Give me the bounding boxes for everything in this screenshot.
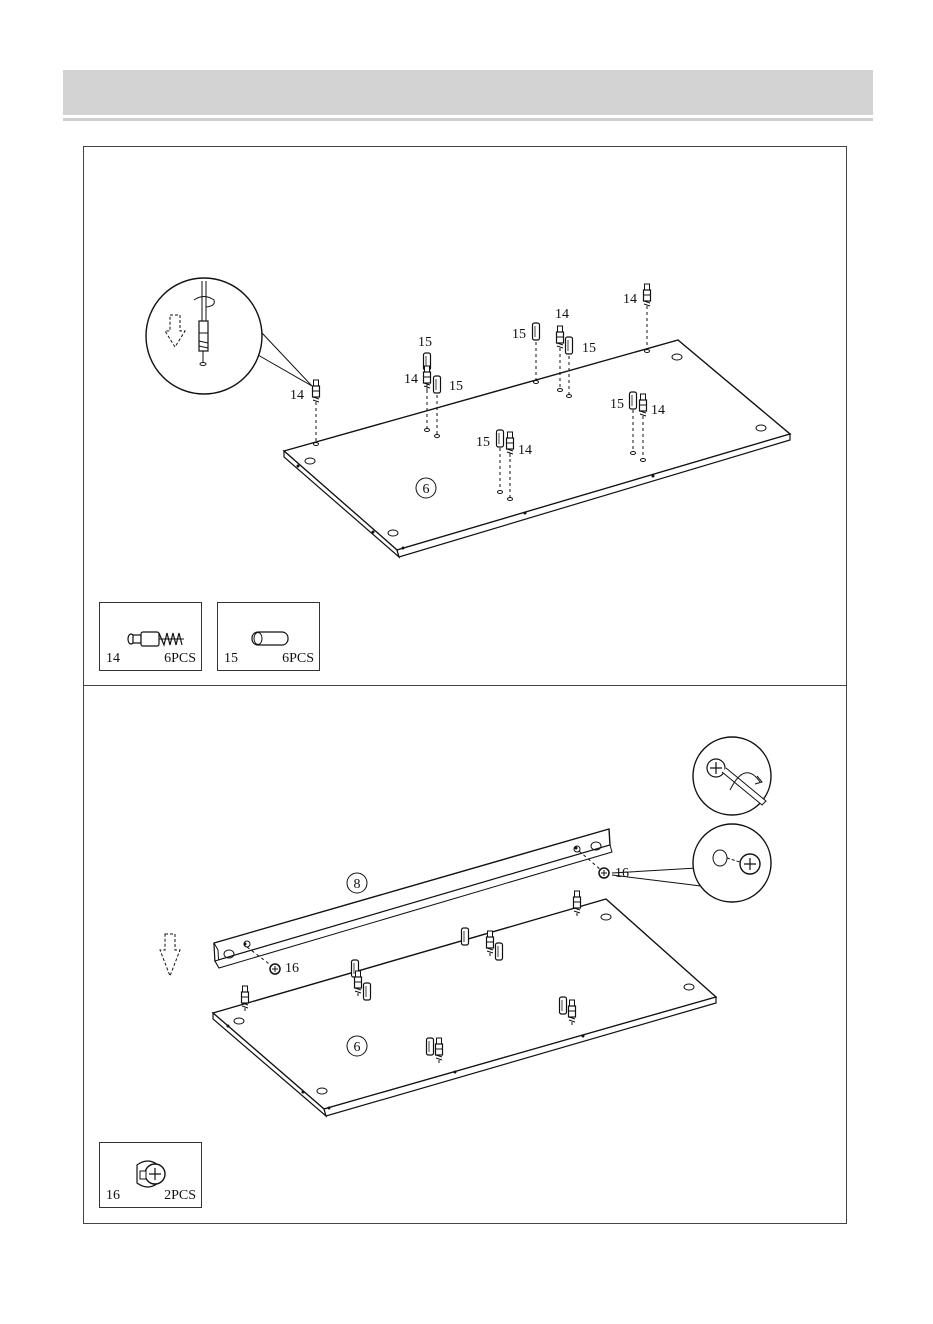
svg-text:6: 6 bbox=[423, 482, 430, 497]
step2-detail-camlock bbox=[612, 824, 771, 902]
part-number: 15 bbox=[224, 651, 238, 667]
part-label: 16 bbox=[615, 866, 629, 881]
part-label: 14 bbox=[555, 307, 569, 322]
part-label: 14 bbox=[404, 372, 418, 387]
dowel-15 bbox=[566, 337, 573, 354]
part-label: 16 bbox=[285, 961, 299, 976]
cam-bolt-14 bbox=[644, 284, 651, 309]
part-quantity: 6PCS bbox=[164, 651, 196, 667]
cam-bolt-14 bbox=[424, 366, 431, 391]
part-label: 14 bbox=[518, 443, 532, 458]
dowel-15 bbox=[434, 376, 441, 393]
part-label: 15 bbox=[418, 335, 432, 350]
cam-bolt-14 bbox=[313, 380, 320, 405]
part-number: 14 bbox=[106, 651, 120, 667]
dowel bbox=[427, 1038, 434, 1055]
step1-panel bbox=[284, 340, 790, 557]
part-label: 14 bbox=[651, 403, 665, 418]
part-quantity: 2PCS bbox=[164, 1188, 196, 1204]
part-box-16: 16 2PCS bbox=[99, 1142, 202, 1208]
part-label: 15 bbox=[610, 397, 624, 412]
part-box-15: 15 6PCS bbox=[217, 602, 320, 671]
cam-lock-16 bbox=[599, 868, 609, 878]
cam-bolt-14 bbox=[557, 326, 564, 351]
part-label: 15 bbox=[582, 341, 596, 356]
cam-lock-16 bbox=[270, 964, 280, 974]
part-quantity: 6PCS bbox=[282, 651, 314, 667]
step1-panel-label: 6 bbox=[416, 478, 436, 498]
dowel-15 bbox=[497, 430, 504, 447]
dowel-15 bbox=[533, 323, 540, 340]
dowel bbox=[462, 928, 469, 945]
dowel bbox=[364, 983, 371, 1000]
part-label: 15 bbox=[512, 327, 526, 342]
step2-detail-screwdriver bbox=[693, 737, 771, 815]
step1-detail-callout bbox=[146, 278, 312, 394]
down-arrow-icon bbox=[160, 934, 180, 976]
svg-text:6: 6 bbox=[354, 1040, 361, 1055]
step2-rail-label: 8 bbox=[347, 873, 367, 893]
part-label: 15 bbox=[476, 435, 490, 450]
svg-text:8: 8 bbox=[354, 877, 361, 892]
part-label: 15 bbox=[449, 379, 463, 394]
part-box-14: 14 6PCS bbox=[99, 602, 202, 671]
step2-panel-label: 6 bbox=[347, 1036, 367, 1056]
dowel bbox=[560, 997, 567, 1014]
part-label: 14 bbox=[623, 292, 637, 307]
dowel-15 bbox=[630, 392, 637, 409]
dowel bbox=[496, 943, 503, 960]
part-label: 14 bbox=[290, 388, 304, 403]
part-number: 16 bbox=[106, 1188, 120, 1204]
